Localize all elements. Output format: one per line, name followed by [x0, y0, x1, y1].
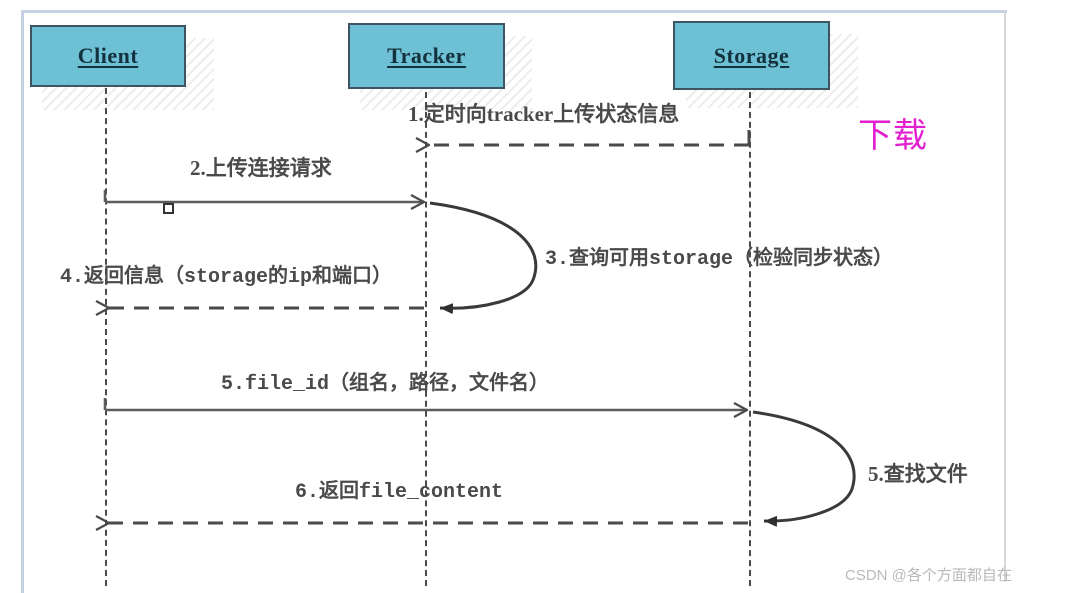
lifeline-client	[105, 88, 107, 586]
message-label-3: 3.查询可用storage（检验同步状态）	[545, 248, 894, 271]
message-label-5b: 5.查找文件	[868, 462, 968, 486]
frame-left-border	[21, 10, 24, 593]
message-2-square-marker	[163, 203, 174, 214]
lifeline-tracker	[425, 92, 427, 586]
annotation-download: 下载	[858, 117, 928, 155]
actor-client[interactable]: Client	[30, 25, 186, 87]
lifeline-storage	[749, 92, 751, 586]
message-label-6: 6.返回file_content	[295, 481, 504, 504]
actor-tracker[interactable]: Tracker	[348, 23, 505, 89]
message-label-4: 4.返回信息（storage的ip和端口）	[60, 266, 393, 289]
frame-top-border	[21, 10, 1007, 13]
actor-storage-label: Storage	[713, 42, 790, 68]
message-label-5: 5.file_id（组名，路径，文件名）	[221, 373, 550, 396]
actor-client-label: Client	[77, 43, 139, 68]
actor-storage[interactable]: Storage	[673, 21, 830, 90]
actor-tracker-label: Tracker	[387, 43, 466, 68]
message-label-2: 2.上传连接请求	[190, 156, 332, 180]
csdn-watermark: CSDN @各个方面都自在	[845, 567, 1012, 584]
message-label-1: 1.定时向tracker上传状态信息	[408, 102, 680, 126]
frame-right-border	[1004, 12, 1006, 582]
